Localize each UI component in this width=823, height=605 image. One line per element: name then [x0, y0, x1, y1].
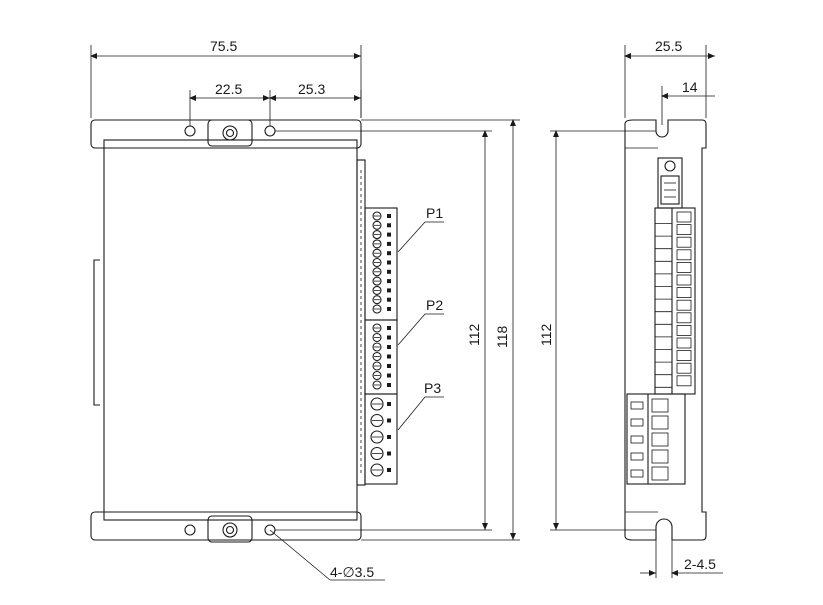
terminal-screw: [372, 285, 382, 295]
slot-offset-dimension: 14: [682, 79, 698, 95]
hole-callout: 4-∅3.5: [330, 564, 374, 580]
terminal-cell: [651, 432, 669, 447]
terminal-screw: [370, 413, 384, 428]
mount-hole: [264, 125, 276, 137]
side-housing: [624, 119, 707, 541]
terminal-cell: [651, 398, 669, 413]
terminal-screw: [372, 257, 382, 268]
connector-p2: [364, 319, 398, 395]
terminal-cell: [676, 211, 692, 223]
terminal-screw: [372, 332, 382, 343]
terminal-cell: [676, 362, 692, 374]
terminal-screw: [372, 323, 382, 333]
terminal-screw: [370, 397, 384, 411]
terminal-screw: [372, 230, 382, 240]
terminal-screw: [372, 239, 382, 249]
side-rail: [93, 259, 100, 406]
terminal-screw: [372, 342, 382, 352]
terminal-screw: [372, 220, 382, 230]
terminal-cell: [676, 236, 692, 248]
terminal-screw: [372, 380, 382, 390]
top-flange: [90, 119, 362, 149]
p2-label: P2: [426, 297, 443, 313]
terminal-cell: [676, 324, 692, 336]
side-height-label: 112: [538, 323, 554, 346]
front-view: P1 P2 P3 75.5 22.5 25.3 112 118 4-∅3.5: [90, 38, 520, 581]
terminal-screw: [372, 295, 382, 305]
terminal-cell: [676, 337, 692, 349]
side-view: 25.5 14 112 2-4.5: [538, 38, 723, 578]
height-112-label: 112: [466, 323, 482, 346]
terminal-cell: [676, 224, 692, 236]
terminal-screw: [372, 370, 382, 381]
terminal-cell: [676, 299, 692, 311]
terminal-screw: [372, 267, 382, 277]
terminal-screw: [372, 304, 382, 314]
terminal-cell: [676, 350, 692, 362]
terminal-screw: [372, 248, 382, 258]
terminal-cell: [651, 415, 669, 430]
side-width-dimension: 25.5: [655, 38, 682, 54]
p1-label: P1: [426, 205, 443, 221]
terminal-screw: [372, 351, 382, 362]
mount-hole: [184, 524, 196, 536]
terminal-cell: [676, 274, 692, 286]
side-p3-block: [626, 393, 686, 485]
terminal-cell: [676, 249, 692, 261]
connector-p1: [364, 207, 398, 321]
terminal-screw: [372, 361, 382, 371]
terminal-cell: [651, 466, 669, 481]
terminal-screw: [372, 276, 382, 286]
terminal-cell: [651, 449, 669, 464]
terminal-screw: [370, 430, 384, 444]
terminal-screw: [370, 446, 384, 461]
hole-spacing-left: 22.5: [215, 81, 242, 97]
terminal-cell: [676, 261, 692, 273]
width-dimension: 75.5: [210, 38, 237, 54]
hole-spacing-right: 25.3: [298, 81, 325, 97]
slot-width-dimension: 2-4.5: [684, 556, 716, 572]
mount-hole: [184, 125, 196, 137]
terminal-screw: [370, 463, 384, 477]
terminal-screw: [372, 211, 382, 221]
ground-boss: [207, 515, 253, 543]
housing-body: [103, 139, 358, 521]
terminal-cell: [676, 375, 692, 387]
height-118-label: 118: [494, 325, 510, 348]
ground-boss: [207, 119, 253, 147]
terminal-cell: [676, 287, 692, 299]
connector-p3: [364, 393, 398, 485]
terminal-cell: [676, 312, 692, 324]
p3-label: P3: [424, 380, 441, 396]
